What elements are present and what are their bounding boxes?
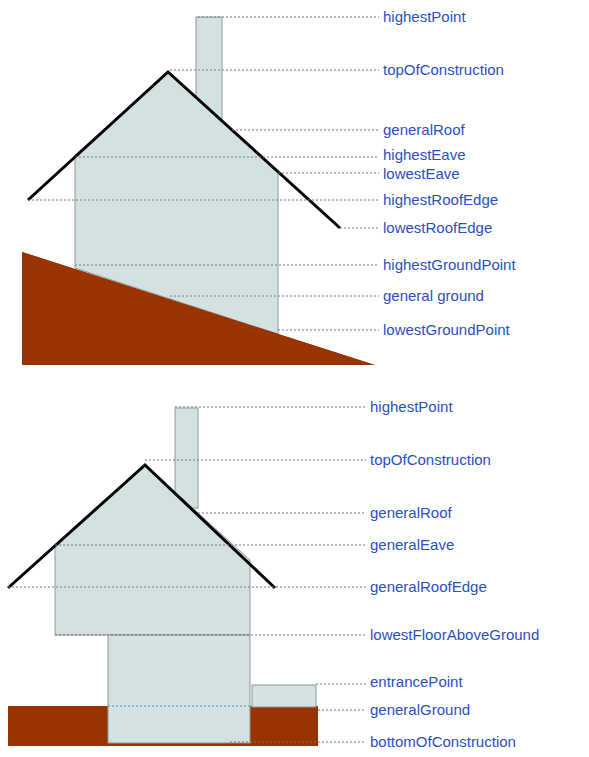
level-label: bottomOfConstruction (370, 733, 516, 751)
roof-line (8, 465, 275, 588)
level-label: lowestRoofEdge (383, 219, 492, 237)
entrance-annex (252, 685, 316, 707)
roof-line (28, 72, 340, 228)
level-label: generalRoofEdge (370, 578, 487, 596)
level-label: generalEave (370, 536, 454, 554)
house-lower-body (108, 635, 250, 743)
level-label: highestPoint (370, 398, 453, 416)
level-label: highestPoint (383, 8, 466, 26)
leader-lines (8, 17, 379, 742)
level-label: generalGround (370, 701, 470, 719)
level-label: highestRoofEdge (383, 191, 498, 209)
level-label: general ground (383, 287, 484, 305)
level-label: highestEave (383, 146, 466, 164)
sloped-ground (22, 252, 375, 365)
ground-level-line (108, 706, 250, 707)
level-label: generalRoof (370, 504, 452, 522)
level-label: entrancePoint (370, 673, 463, 691)
level-label: lowestEave (383, 165, 460, 183)
level-label: topOfConstruction (383, 61, 504, 79)
sloped-ground (22, 252, 375, 365)
level-label: topOfConstruction (370, 451, 491, 469)
chimney (175, 408, 198, 508)
level-label: highestGroundPoint (383, 256, 516, 274)
level-label: lowestFloorAboveGround (370, 626, 539, 644)
level-label: lowestGroundPoint (383, 321, 510, 339)
house-upper-body (55, 465, 250, 635)
level-label: generalRoof (383, 121, 465, 139)
